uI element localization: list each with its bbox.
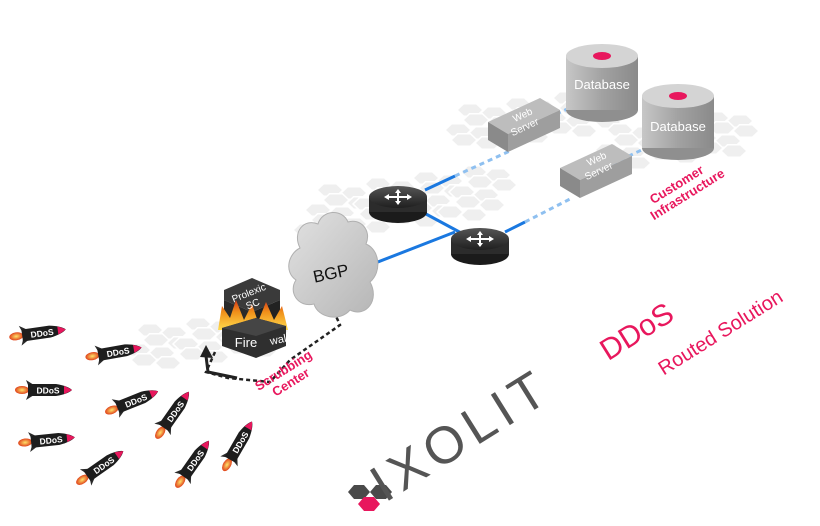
return-path: [204, 291, 342, 384]
prolexic-label-line2: SC: [245, 297, 262, 312]
floor-hex: [177, 347, 207, 361]
rocket-body: [224, 421, 253, 463]
rocket-tip: [201, 440, 209, 450]
rocket-icon: DDoS: [220, 421, 253, 472]
brand-wordmark: IXOLIT: [361, 358, 562, 514]
floor-hex: [477, 198, 507, 212]
rocket-exhaust: [76, 474, 89, 485]
floor-hex: [449, 133, 479, 147]
server-icon: [488, 98, 560, 152]
rocket-tip: [64, 386, 72, 394]
rocket-tip: [114, 451, 124, 459]
router-2: [451, 228, 509, 265]
solution-title: DDoS Routed Solution: [594, 286, 787, 380]
floor-hex: [719, 144, 749, 158]
rocket-ddos-label: DDoS: [36, 386, 59, 396]
ixolit-logo: IXOLIT: [348, 358, 562, 514]
return-arrowhead: [200, 345, 213, 358]
floor-hex: [321, 193, 351, 207]
logo-hexes: [348, 485, 392, 511]
link-router2-webserver2: [504, 220, 526, 234]
customer-infrastructure-label: Customer Infrastructure: [647, 162, 727, 223]
link-router1-webserver1: [424, 174, 456, 192]
rocket-exhaust: [222, 458, 232, 472]
web-server-1: Web Server: [488, 98, 560, 152]
rocket-exhaust: [105, 405, 119, 415]
rocket-body: [115, 390, 159, 414]
rocket-exhaust: [15, 386, 29, 394]
floor-hex: [453, 195, 483, 209]
router-icon: [451, 228, 509, 265]
return-arrow: [204, 355, 238, 380]
link-dotted-webserver2: [524, 196, 573, 224]
firewall-icon: [218, 278, 288, 358]
rocket-exhaust: [85, 352, 100, 361]
rocket-icon: DDoS: [76, 450, 124, 486]
database-label: Database: [650, 119, 706, 134]
rocket-body: [83, 450, 124, 482]
rocket-icon: DDoS: [18, 432, 75, 453]
database-icon: [566, 44, 638, 122]
rocket-icon: DDoS: [15, 380, 72, 400]
rocket-exhaust: [175, 475, 186, 488]
floor-hex: [153, 356, 183, 370]
link-bgp-router2: [364, 230, 456, 269]
rocket-body: [178, 440, 210, 481]
router-icon: [369, 186, 427, 223]
database-2: Database: [642, 84, 714, 160]
rocket-body: [30, 432, 75, 448]
rocket-body: [158, 391, 190, 432]
floor-hex: [363, 220, 393, 234]
floor-hex: [569, 124, 599, 138]
rocket-ddos-label: DDoS: [106, 345, 131, 359]
link-dotted-db2: [611, 144, 651, 166]
rocket-ddos-label: DDoS: [30, 327, 55, 340]
web-server-2: Web Server: [560, 144, 632, 198]
floor-hex: [465, 175, 495, 189]
rocket-icon: DDoS: [174, 440, 210, 488]
floor-hex: [489, 178, 519, 192]
floor-hex: [129, 353, 159, 367]
rocket-tip: [149, 390, 159, 398]
floor-hex: [611, 133, 641, 147]
floor-hex: [461, 113, 491, 127]
rocket-icon: DDoS: [85, 344, 142, 366]
rocket-icon: DDoS: [105, 390, 159, 418]
database-1: Database: [566, 44, 638, 122]
rocket-body: [97, 344, 142, 362]
rocket-ddos-label: DDoS: [39, 434, 63, 446]
solution-title-sub: Routed Solution: [655, 286, 787, 380]
bgp-cloud: BGP: [288, 212, 379, 318]
firewall-label-part2: wall: [268, 332, 290, 348]
floor-hex: [435, 205, 465, 219]
rocket-tip: [133, 344, 142, 353]
rocket-exhaust: [9, 332, 24, 341]
rocket-tip: [66, 434, 75, 443]
rocket-body: [21, 325, 66, 342]
scrubbing-firewall: Prolexic SC Fire wall: [218, 278, 290, 358]
database-label: Database: [574, 77, 630, 92]
rocket-icon: DDoS: [9, 325, 66, 346]
rocket-tip: [181, 391, 189, 401]
firewall-label-part1: Fire: [235, 335, 257, 350]
rocket-tip: [244, 421, 253, 431]
link-dotted-webserver1: [454, 148, 513, 178]
rocket-exhaust: [155, 426, 166, 439]
floor-hex: [141, 333, 171, 347]
cloud-icon: [288, 212, 379, 318]
router-1: [369, 186, 427, 223]
rocket-exhaust: [18, 438, 33, 447]
server-icon: [560, 144, 632, 198]
rocket-body: [28, 384, 72, 396]
rocket-tip: [57, 326, 66, 335]
database-icon: [642, 84, 714, 160]
floor-hex: [731, 124, 761, 138]
floor-hex: [459, 208, 489, 222]
floor-hex: [189, 327, 219, 341]
rocket-ddos-label: DDoS: [123, 392, 149, 410]
